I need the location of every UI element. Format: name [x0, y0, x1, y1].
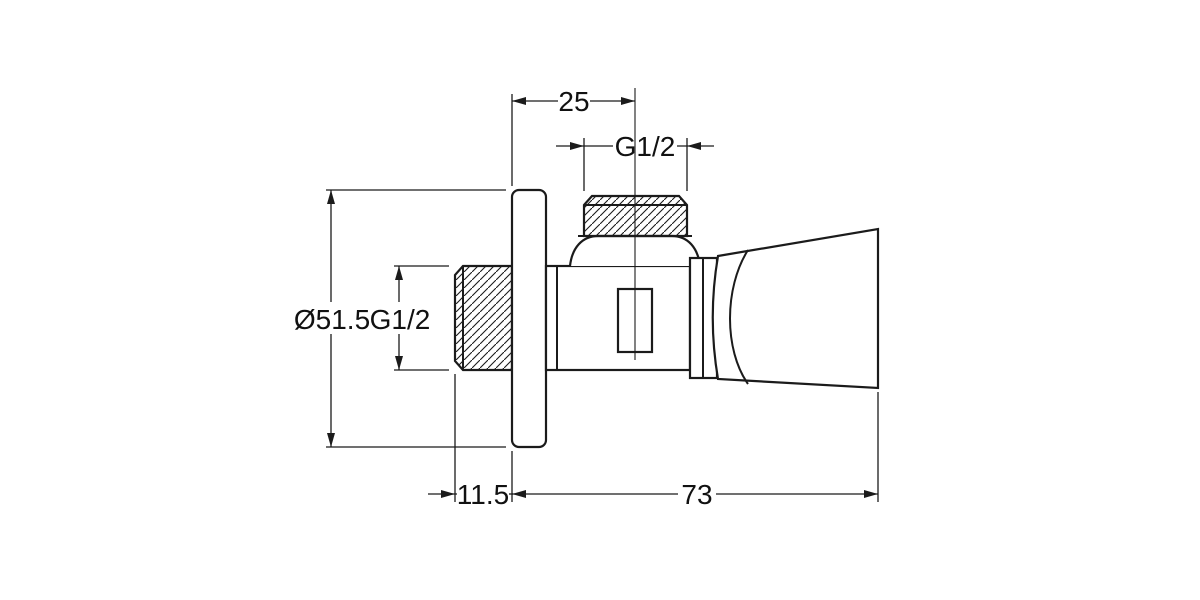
dim-arrow-left: [570, 142, 584, 150]
valve-handle: [711, 227, 880, 390]
extension-lines: [326, 94, 879, 502]
dim-arrow-top: [395, 266, 403, 280]
dim-label-background: [293, 302, 371, 334]
dim-arrow-bottom: [327, 433, 335, 447]
dimension-flange-diameter: Ø51.5: [293, 190, 371, 447]
dim-arrow-bottom: [395, 356, 403, 370]
dim-label-wall-clearance: 11.5: [457, 479, 509, 510]
dim-label-background: [369, 302, 431, 334]
dimension-wall-clearance: 11.5: [428, 479, 513, 510]
valve-parts: [453, 88, 880, 449]
dim-label-overall-length: 73: [681, 479, 712, 510]
valve-handle-cone-line: [729, 249, 749, 385]
dim-label-port-offset: 25: [558, 86, 589, 117]
dim-arrow-right: [687, 142, 701, 150]
inlet-thread-pipe: [453, 264, 514, 372]
dim-label-inlet-thread: G1/2: [370, 304, 431, 335]
dim-arrow-right: [864, 490, 878, 498]
dim-arrow-right: [621, 97, 635, 105]
dim-arrow-left: [512, 490, 526, 498]
dim-label-flange-diameter: Ø51.5: [294, 304, 370, 335]
dim-arrow-left: [512, 97, 526, 105]
dimension-outlet-thread: G1/2: [556, 131, 714, 162]
dimension-overall-length: 73: [512, 479, 878, 510]
dim-arrow-top: [327, 190, 335, 204]
dim-arrow-left: [441, 490, 455, 498]
dimension-inlet-thread: G1/2: [369, 266, 431, 370]
wall-flange: [510, 188, 548, 449]
dim-label-outlet-thread: G1/2: [615, 131, 676, 162]
dimension-port-offset: 25: [512, 86, 635, 117]
